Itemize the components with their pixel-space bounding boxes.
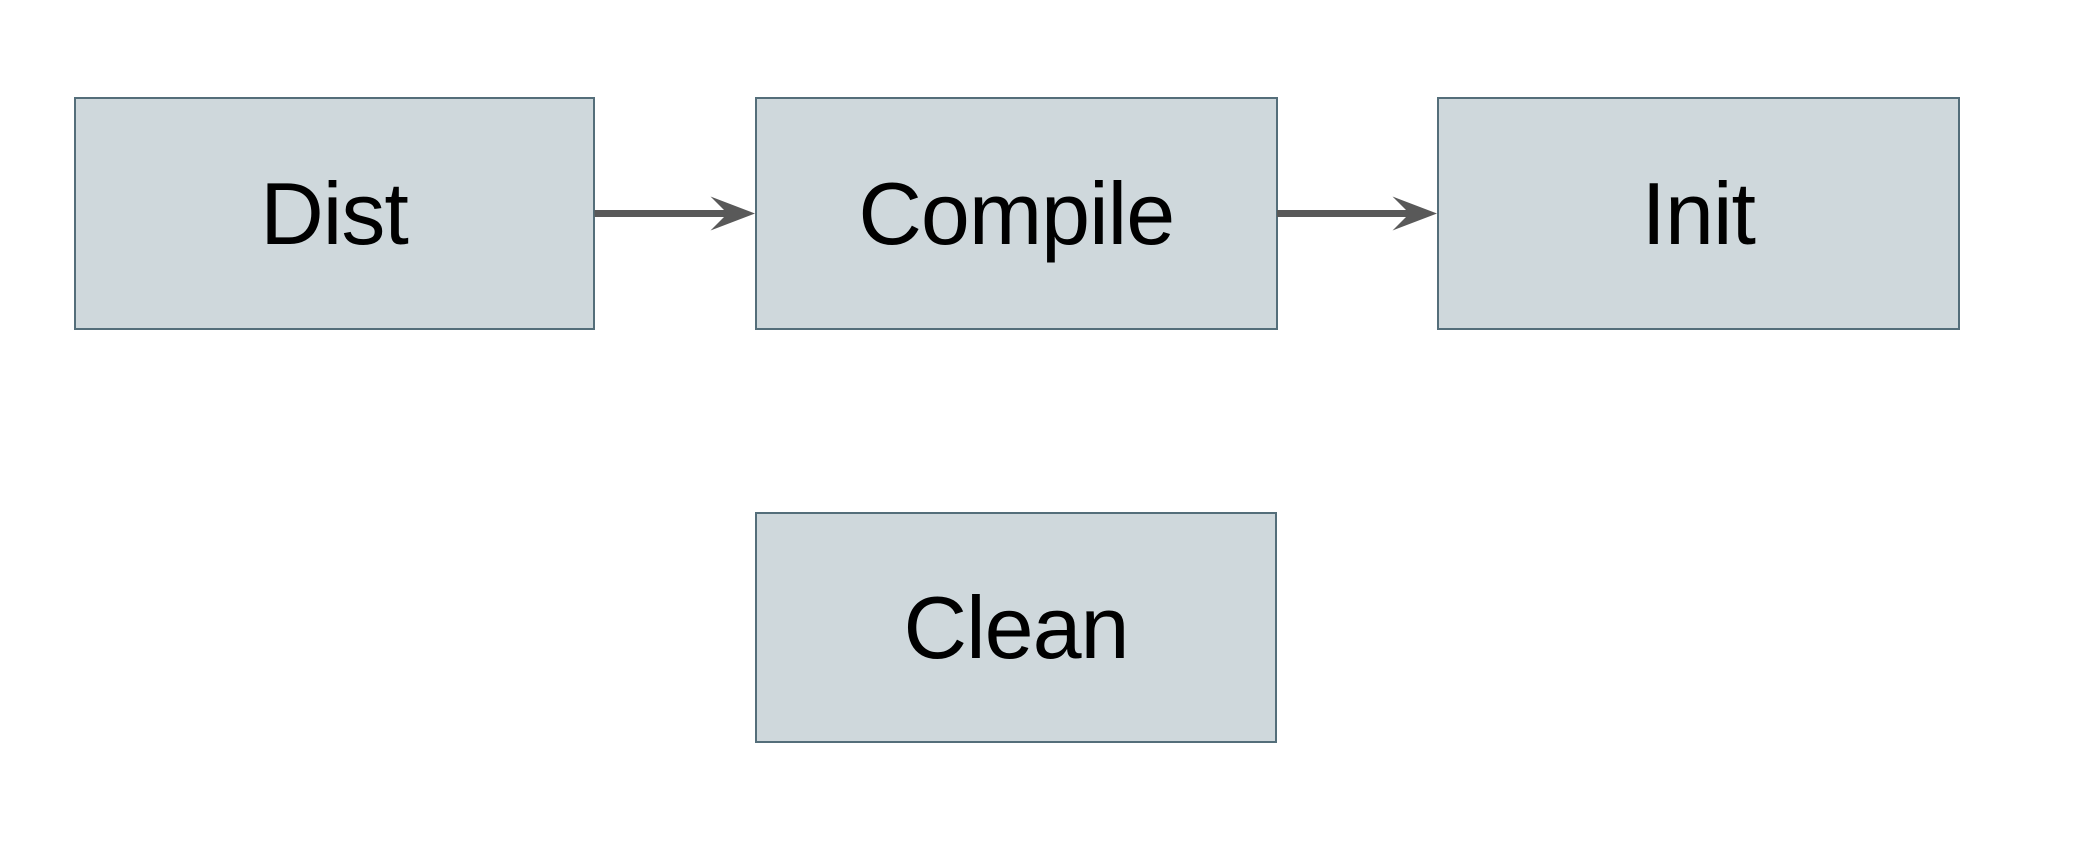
node-dist: Dist — [73, 97, 595, 330]
node-dist-label: Dist — [260, 164, 409, 264]
node-compile: Compile — [755, 97, 1278, 330]
arrowhead-icon — [1392, 196, 1437, 231]
node-init-label: Init — [1641, 164, 1756, 264]
arrowhead-icon — [710, 196, 755, 231]
node-init: Init — [1437, 97, 1960, 330]
node-clean-label: Clean — [903, 578, 1130, 678]
arrow-dist-to-compile — [594, 196, 755, 231]
node-compile-label: Compile — [858, 164, 1175, 264]
node-clean: Clean — [755, 512, 1277, 743]
arrow-compile-to-init — [1277, 196, 1437, 231]
